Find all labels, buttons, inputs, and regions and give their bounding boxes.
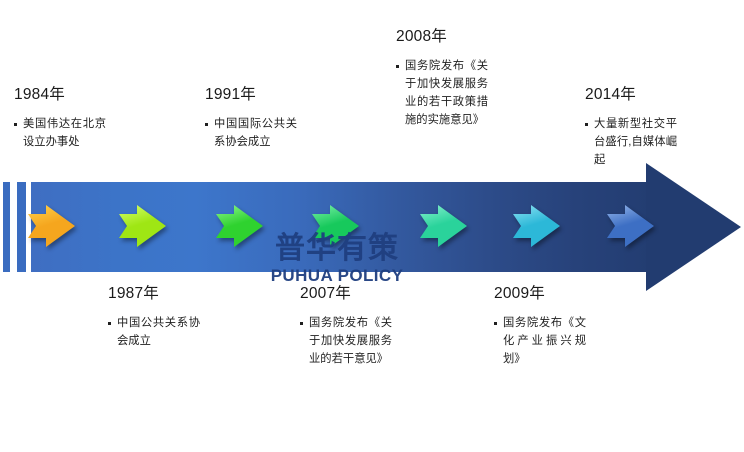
entry-1991: 1991年中国国际公共关系协会成立	[205, 82, 297, 151]
event-description: 国务院发布《关于加快发展服务业的若干意见》	[300, 314, 392, 368]
entry-2007: 2007年国务院发布《关于加快发展服务业的若干意见》	[300, 281, 392, 368]
year-label: 1991年	[205, 86, 256, 103]
year-label: 2014年	[585, 86, 636, 103]
event-description: 中国公共关系协会成立	[108, 314, 200, 350]
step-arrow-2	[119, 203, 167, 249]
step-arrow-4	[312, 203, 360, 249]
year-label: 1987年	[108, 285, 159, 302]
step-arrow-5	[420, 203, 468, 249]
event-description: 大量新型社交平台盛行,自媒体崛起	[585, 115, 677, 169]
band-tail-stripe-2	[17, 182, 26, 272]
event-description: 国务院发布《关于加快发展服务业的若干政策措施的实施意见》	[396, 57, 488, 129]
band-tail-stripe-1	[3, 182, 10, 272]
step-arrow-1	[28, 203, 76, 249]
step-arrow-3	[216, 203, 264, 249]
entry-2008: 2008年国务院发布《关于加快发展服务业的若干政策措施的实施意见》	[396, 24, 488, 129]
step-arrow-6	[513, 203, 561, 249]
year-label: 2008年	[396, 28, 447, 45]
entry-2014: 2014年大量新型社交平台盛行,自媒体崛起	[585, 82, 677, 169]
entry-1984: 1984年美国伟达在北京设立办事处	[14, 82, 106, 151]
year-label: 1984年	[14, 86, 65, 103]
entry-2009: 2009年国务院发布《文化产业振兴规划》	[494, 281, 586, 368]
entry-1987: 1987年中国公共关系协会成立	[108, 281, 200, 350]
event-description: 美国伟达在北京设立办事处	[14, 115, 106, 151]
step-arrow-7	[607, 203, 655, 249]
year-label: 2007年	[300, 285, 351, 302]
band-arrowhead	[646, 163, 741, 291]
year-label: 2009年	[494, 285, 545, 302]
event-description: 中国国际公共关系协会成立	[205, 115, 297, 151]
event-description: 国务院发布《文化产业振兴规划》	[494, 314, 586, 368]
